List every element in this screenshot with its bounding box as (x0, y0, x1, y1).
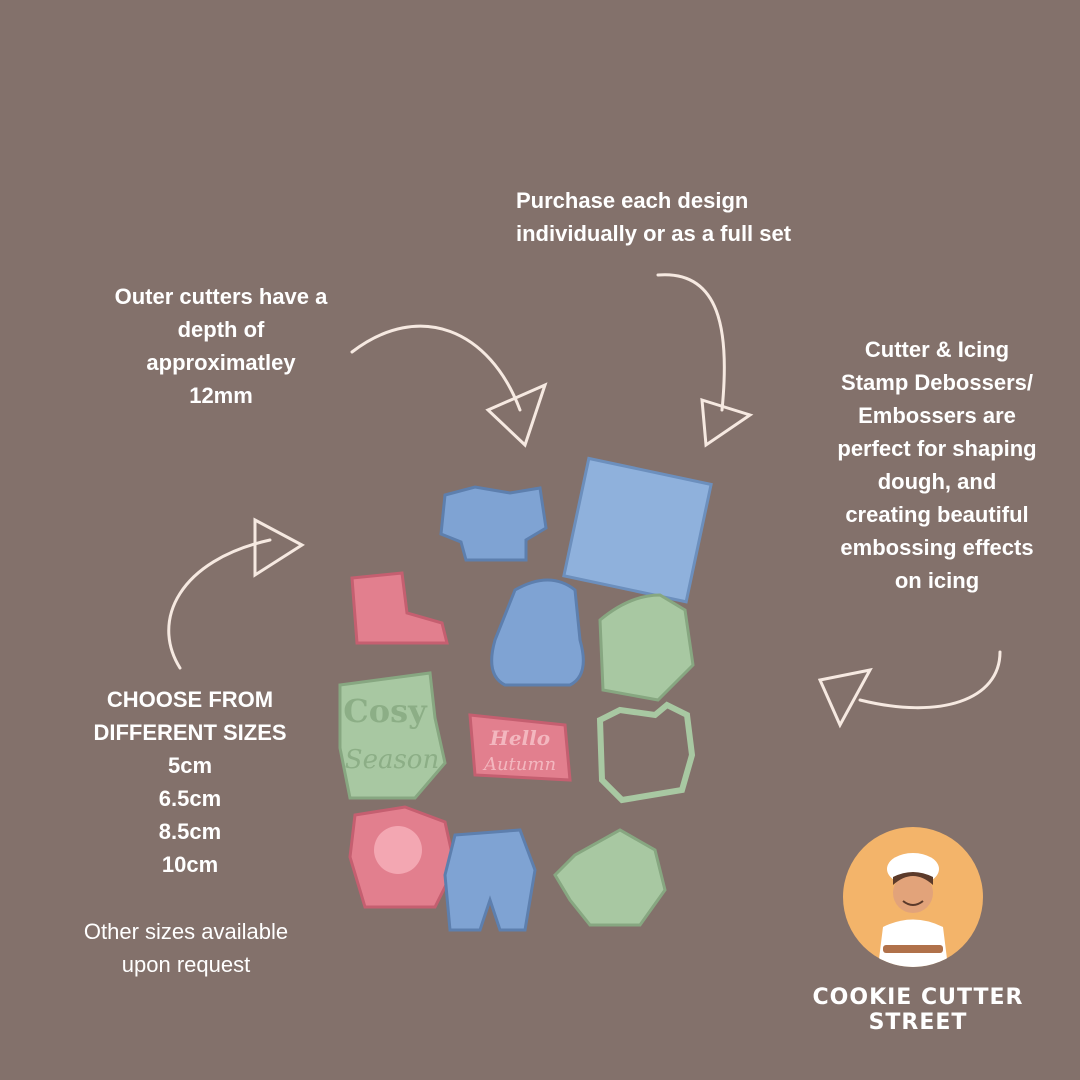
size-option: 10cm (161, 852, 219, 877)
purchase-caption: Purchase each design individually or as … (516, 184, 791, 250)
other-sizes-caption: Other sizes available upon request (46, 915, 326, 981)
arrow-purchase (656, 273, 726, 412)
cutter-hello-autumn-pink: Hello Autumn (468, 713, 572, 782)
outer-cutters-caption: Outer cutters have a depth of approximat… (81, 280, 361, 412)
caption-line: CHOOSE FROM (106, 687, 274, 712)
caption-line: Other sizes available (83, 919, 289, 944)
cutter-sweater-blue (439, 485, 548, 562)
caption-line: DIFFERENT SIZES (93, 720, 287, 745)
caption-line: Outer cutters have a (114, 284, 328, 309)
cutter-boot-pink (350, 571, 449, 645)
cutter-candle-green (598, 593, 695, 702)
caption-line: embossing effects (840, 535, 1034, 560)
arrowhead-icon (817, 667, 873, 729)
brand-logo (843, 827, 983, 967)
caption-line: approximatley (146, 350, 296, 375)
hello-stamp-text: Hello (489, 726, 550, 750)
cutter-outline-green (596, 701, 696, 804)
caption-line: depth of (177, 317, 265, 342)
caption-line: perfect for shaping (837, 436, 1037, 461)
cutter-teapot-green (553, 828, 667, 927)
caption-line: Cutter & Icing (864, 337, 1010, 362)
cutter-snowglobe-pink (348, 805, 457, 909)
cutter-quilt-blue (562, 456, 713, 604)
caption-line: on icing (894, 568, 980, 593)
caption-line: dough, and (877, 469, 997, 494)
caption-line: Embossers are (858, 403, 1016, 428)
cutter-cosy-season-green: Cosy Season (338, 671, 447, 800)
caption-line: Purchase each design (516, 188, 749, 213)
arrowhead-icon (700, 397, 754, 448)
chef-icon (878, 853, 948, 967)
sizes-caption: CHOOSE FROM DIFFERENT SIZES 5cm 6.5cm 8.… (60, 683, 320, 881)
caption-line: 12mm (189, 383, 253, 408)
caption-line: creating beautiful (845, 502, 1029, 527)
arrow-outer-cutters (350, 324, 522, 412)
arrowhead-icon (485, 382, 548, 448)
brand-name: COOKIE CUTTER STREET (812, 985, 1024, 1035)
autumn-stamp-text: Autumn (482, 754, 556, 775)
cutter-info-caption: Cutter & Icing Stamp Debossers/ Embosser… (812, 333, 1062, 597)
arrow-cutter-info (858, 650, 1002, 710)
arrow-sizes (167, 538, 272, 670)
arrows (167, 273, 1002, 729)
caption-line: upon request (121, 952, 251, 977)
size-option: 6.5cm (158, 786, 222, 811)
caption-line: Stamp Debossers/ (841, 370, 1033, 395)
size-option: 5cm (167, 753, 213, 778)
cutter-pumpkin-jar-blue (490, 578, 585, 687)
arrowhead-icon (253, 517, 305, 578)
cutter-cardigan-blue (443, 828, 537, 932)
size-option: 8.5cm (158, 819, 222, 844)
season-stamp-text: Season (345, 745, 439, 775)
caption-line: individually or as a full set (516, 221, 792, 246)
cosy-stamp-text: Cosy (343, 692, 428, 730)
